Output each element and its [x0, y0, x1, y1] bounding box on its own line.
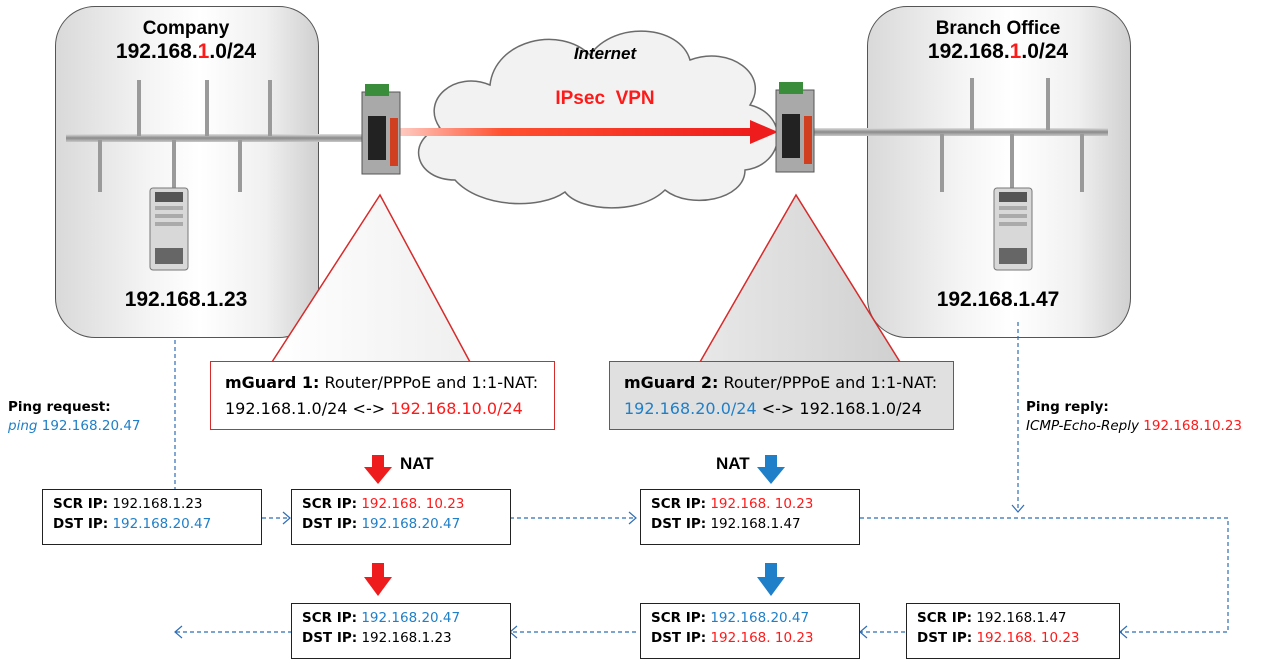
packet-box-6: SCR IP: 192.168.20.47 DST IP: 192.168.1.…	[291, 603, 511, 659]
company-header: Company 192.168.1.0/24	[55, 18, 317, 64]
nat-label-2: NAT	[716, 454, 750, 473]
company-host-ip: 192.168.1.23	[124, 288, 248, 311]
branch-title: Branch Office	[935, 18, 1061, 39]
company-network: 192.168.1.0/24	[115, 40, 257, 63]
branch-network: 192.168.1.0/24	[927, 40, 1069, 63]
mguard-2-device	[775, 82, 815, 173]
ping-reply-note: Ping reply: ICMP-Echo-Reply 192.168.10.2…	[1026, 399, 1243, 434]
internet-label: Internet	[573, 44, 637, 63]
mguard-2-callout: mGuard 2: Router/PPPoE and 1:1-NAT: 192.…	[609, 361, 954, 430]
branch-bus	[800, 128, 1108, 136]
company-bus	[66, 134, 366, 142]
internet-cloud	[418, 30, 779, 209]
nat-arrow-blue-1	[757, 455, 785, 484]
branch-office-site	[867, 6, 1131, 338]
company-server	[149, 187, 189, 271]
packet-box-1: SCR IP: 192.168.1.23 DST IP: 192.168.20.…	[42, 489, 262, 545]
packet-box-3: SCR IP: 192.168. 10.23 DST IP: 192.168.1…	[640, 489, 860, 545]
mguard-1-callout: mGuard 1: Router/PPPoE and 1:1-NAT: 192.…	[210, 361, 555, 430]
nat-arrow-red-2	[364, 563, 392, 596]
nat-label-1: NAT	[400, 454, 434, 473]
ping-request-note: Ping request: ping 192.168.20.47	[8, 399, 141, 434]
vpn-label: IPsec VPN	[555, 88, 655, 109]
branch-header: Branch Office 192.168.1.0/24	[867, 18, 1129, 64]
branch-host-ip: 192.168.1.47	[936, 288, 1060, 311]
vpn-tunnel-arrow	[395, 120, 778, 144]
packet-box-2: SCR IP: 192.168. 10.23 DST IP: 192.168.2…	[291, 489, 511, 545]
nat-arrow-blue-2	[757, 563, 785, 596]
company-title: Company	[142, 18, 230, 39]
packet-box-5: SCR IP: 192.168.20.47 DST IP: 192.168. 1…	[640, 603, 860, 659]
mguard-2-callout-pointer	[698, 193, 902, 363]
branch-server	[993, 187, 1033, 271]
packet-flow-lines	[174, 322, 1229, 633]
mguard-1-callout-pointer	[270, 193, 472, 363]
mguard-1-device	[361, 84, 401, 175]
nat-arrow-red-1	[364, 455, 392, 484]
packet-box-4: SCR IP: 192.168.1.47 DST IP: 192.168. 10…	[906, 603, 1120, 659]
